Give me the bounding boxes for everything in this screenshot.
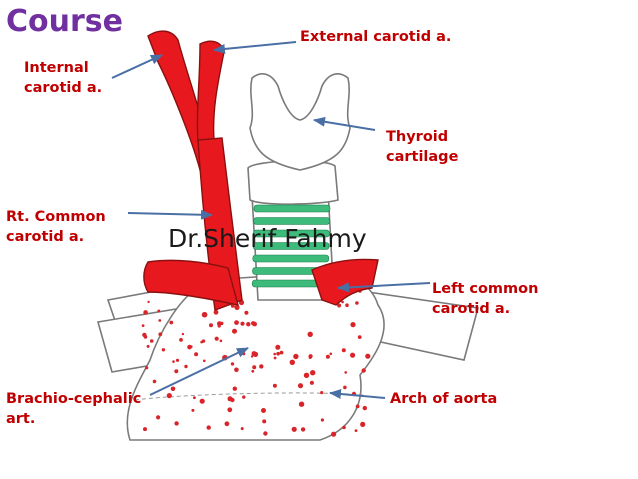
tracheal-ring — [253, 229, 330, 238]
slide-title: Course — [6, 4, 123, 39]
pointer-external-carotid — [213, 41, 297, 54]
label-rt-common-carotid: Rt. Common carotid a. — [6, 209, 106, 245]
brachiocephalic-trunk — [143, 259, 239, 306]
pointer-lines — [111, 41, 431, 399]
pointer-left-common-carotid — [337, 282, 431, 293]
thyroid-cartilage — [249, 73, 351, 171]
label-internal-carotid: Internal carotid a. — [24, 60, 103, 96]
cricoid — [247, 160, 339, 205]
pointer-arch-of-aorta — [329, 389, 386, 399]
author-watermark: Dr.Sherif Fahmy — [168, 224, 367, 253]
pointer-internal-carotid — [111, 54, 163, 79]
pointer-rt-common-carotid — [127, 209, 213, 220]
pointer-brachiocephalic — [149, 347, 249, 396]
tracheal-ring — [253, 204, 331, 213]
tracheal-rings — [251, 204, 331, 288]
label-arch-of-aorta: Arch of aorta — [390, 391, 498, 407]
tracheal-ring — [252, 254, 330, 263]
pointer-thyroid-cartilage — [313, 116, 376, 131]
label-brachiocephalic: Brachio-cephalic art. — [6, 391, 142, 427]
tracheal-ring — [252, 242, 330, 250]
label-external-carotid: External carotid a. — [300, 29, 452, 45]
label-thyroid-cartilage: Thyroid cartilage — [386, 129, 459, 165]
tracheal-ring — [253, 217, 330, 225]
left-common-carotid-artery — [311, 258, 379, 306]
external-carotid-artery — [196, 40, 225, 143]
right-common-carotid-artery — [197, 137, 243, 311]
arteries — [143, 30, 379, 311]
aortic-arch-speckles — [141, 288, 371, 437]
label-left-common-carotid: Left common carotid a. — [432, 281, 539, 317]
